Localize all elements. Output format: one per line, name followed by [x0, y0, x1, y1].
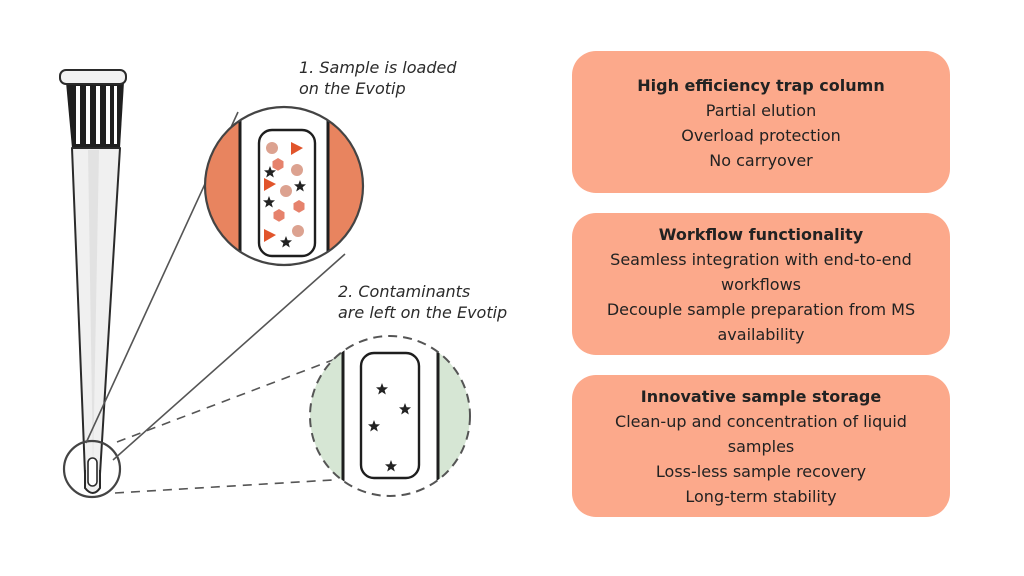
card-item: Long-term stability	[685, 487, 837, 506]
triangle-icon	[264, 229, 276, 242]
step-label-contaminants: 2. Contaminants are left on the Evotip	[338, 282, 508, 322]
card-item: Decouple sample preparation from MS	[606, 300, 916, 319]
step-label-sample-loaded: 1. Sample is loaded on the Evotip	[299, 58, 457, 98]
card-item: Seamless integration with end-to-end	[610, 250, 912, 269]
feature-card-workflow: Workflow functionality Seamless integrat…	[572, 213, 950, 355]
tip-zoom-circle	[62, 439, 122, 499]
connector-line	[112, 253, 346, 461]
dot-icon	[292, 225, 304, 237]
sample-particles	[263, 142, 306, 248]
connector-line-dashed	[116, 357, 339, 443]
star-icon	[368, 420, 380, 432]
evotip-icon	[59, 69, 127, 494]
card-title: Innovative sample storage	[640, 387, 882, 406]
star-icon	[263, 196, 275, 208]
star-icon	[376, 383, 388, 395]
card-item: samples	[727, 437, 795, 456]
hexagon-icon	[272, 158, 284, 171]
contaminant-particles	[368, 383, 411, 472]
zoom-circle-icon	[309, 335, 471, 497]
card-title: Workflow functionality	[658, 225, 864, 244]
feature-card-trap-column: High efficiency trap column Partial elut…	[572, 51, 950, 193]
dot-icon	[280, 185, 292, 197]
card-item: Loss-less sample recovery	[655, 462, 867, 481]
star-icon	[264, 166, 276, 178]
card-item: Overload protection	[681, 126, 841, 145]
star-icon	[280, 236, 292, 248]
triangle-icon	[291, 142, 303, 155]
card-item: No carryover	[709, 151, 813, 170]
feature-card-storage: Innovative sample storage Clean-up and c…	[572, 375, 950, 517]
star-icon	[294, 180, 306, 192]
triangle-icon	[264, 178, 276, 191]
dot-icon	[266, 142, 278, 154]
card-title: High efficiency trap column	[637, 76, 885, 95]
star-icon	[399, 403, 411, 415]
card-item: workflows	[720, 275, 801, 294]
hexagon-icon	[293, 200, 305, 213]
card-item: Partial elution	[705, 101, 817, 120]
connector-line-dashed	[114, 479, 333, 494]
resin-bed	[359, 351, 421, 480]
star-icon	[385, 460, 397, 472]
zoom-circle-icon	[203, 105, 365, 267]
dot-icon	[291, 164, 303, 176]
hexagon-icon	[273, 209, 285, 222]
card-item: Clean-up and concentration of liquid	[615, 412, 907, 431]
card-item: availability	[717, 325, 805, 344]
